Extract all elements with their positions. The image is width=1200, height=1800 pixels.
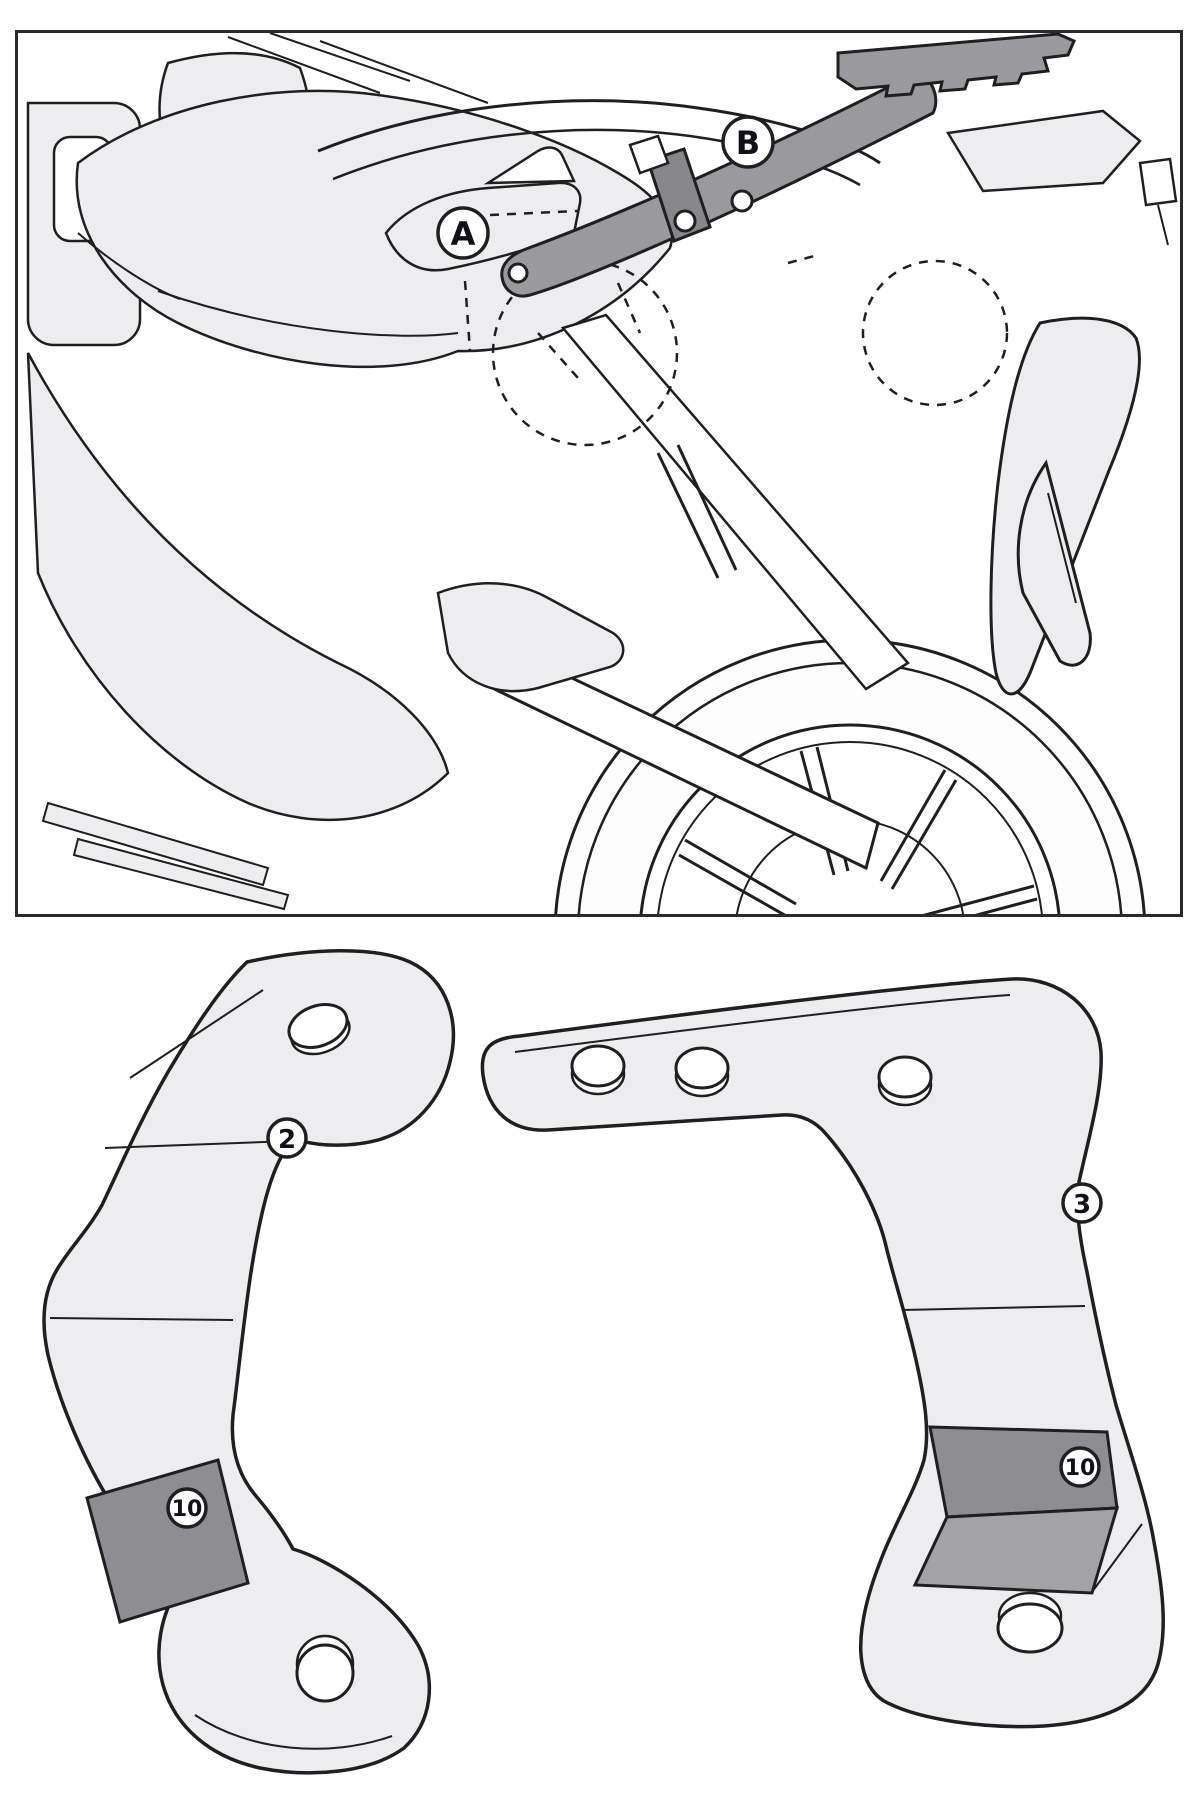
right-bracket-fold-2 (1091, 1523, 1143, 1593)
motorcycle-body (26, 33, 673, 911)
rack-assembly (500, 33, 1076, 298)
callout-a: A (436, 206, 490, 260)
seat-line-1 (157, 290, 459, 337)
left-bracket-lobe-line (194, 1714, 393, 1750)
dashed-leader-2 (463, 280, 472, 352)
right-part-badge: 3 (1061, 1182, 1103, 1224)
parts-area: 10 2 (0, 917, 1200, 1800)
footboard-strake-2 (72, 837, 290, 911)
rim-inner (657, 741, 1043, 914)
callout-b: B (721, 115, 775, 169)
right-bracket-fold-1 (901, 1305, 1086, 1311)
lower-fairing (26, 352, 450, 822)
callout-b-label: B (736, 124, 760, 162)
arm-hole-2 (730, 189, 754, 213)
left-bracket-edge-line (129, 989, 264, 1079)
footpeg-bracket (436, 582, 625, 693)
right-pad-badge: 10 (1059, 1446, 1101, 1488)
right-bracket-edge-line (514, 994, 1011, 1053)
left-part-number: 2 (278, 1125, 296, 1155)
dashed-circle-b (861, 259, 1009, 407)
left-part-badge: 2 (266, 1117, 308, 1159)
motorcycle-drawing: A B (26, 33, 1178, 914)
left-bracket-pad (85, 1458, 250, 1624)
shock-absorber (656, 444, 738, 579)
rear-fender (945, 109, 1178, 696)
rack-plate (836, 33, 1076, 98)
right-bracket-hole-1 (570, 1044, 626, 1096)
clamp-tab (628, 134, 670, 175)
signal-box (1138, 157, 1178, 207)
left-pad-badge: 10 (166, 1487, 208, 1529)
rack-mount-flap (483, 146, 576, 185)
right-bracket-pad-lower (912, 1506, 1120, 1595)
signal-stalk (1157, 204, 1169, 246)
dashed-leader-1 (489, 209, 579, 217)
arm-end-hole (507, 262, 529, 284)
subframe-rail (560, 313, 910, 691)
left-bracket-top-hole (287, 1003, 351, 1056)
right-pad-label: 10 (1065, 1456, 1096, 1481)
rack-arm (500, 69, 938, 298)
left-bracket: 10 2 (42, 949, 456, 1775)
footboard-strake-1 (41, 801, 270, 887)
left-bracket-outline (42, 949, 456, 1775)
right-bracket: 10 3 (480, 977, 1165, 1729)
left-bracket-fold-2 (49, 1317, 234, 1321)
seat-line-2 (77, 232, 181, 300)
right-bracket-bottom-hole (996, 1591, 1064, 1654)
wheel-spokes (678, 746, 1038, 914)
callout-a-label: A (451, 215, 476, 253)
dashed-leader-6 (787, 253, 819, 265)
arm-hole-1 (673, 209, 697, 233)
fender-top (945, 109, 1142, 193)
left-bracket-fold-1 (104, 1140, 291, 1149)
handlebar-lines (227, 33, 489, 104)
mud-flap-line (1047, 492, 1077, 604)
left-bracket-bottom-hole (295, 1634, 355, 1703)
right-bracket-hole-3 (877, 1055, 933, 1107)
bracket-parts-drawing: 10 2 (42, 949, 1165, 1775)
right-bracket-hole-2 (674, 1046, 730, 1098)
rear-wheel (554, 638, 1146, 914)
left-pad-label: 10 (172, 1497, 203, 1522)
mud-flap (1016, 459, 1092, 667)
illustration-panel: A B (15, 30, 1183, 917)
right-part-number: 3 (1073, 1190, 1091, 1220)
